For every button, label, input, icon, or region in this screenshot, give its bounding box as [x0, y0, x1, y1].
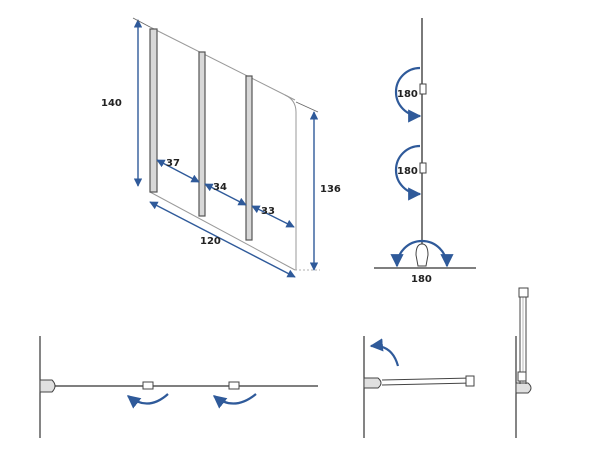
glass-free-edge: [284, 94, 297, 270]
rotation-label-1: 180: [397, 89, 418, 100]
panel-perspective-view: 140 136 120 37 34 33: [101, 17, 341, 278]
hinge-icon: [517, 371, 527, 382]
rotation-arc-3: [390, 239, 454, 268]
swing-arrow: [369, 338, 400, 367]
rotation-label-2: 180: [397, 166, 418, 177]
hinge-icon: [228, 381, 240, 390]
glass-bottom-edge: [149, 191, 296, 271]
side-view-folded: [515, 287, 532, 438]
hinge-icon: [465, 375, 475, 387]
dim-label-width-total: 120: [200, 236, 221, 247]
dim-line-panel-2: [204, 183, 247, 206]
rotation-label-3: 180: [411, 274, 432, 285]
dim-line-panel-3: [251, 205, 295, 228]
wall-bracket-icon: [363, 377, 382, 389]
wall-profile: [149, 28, 158, 193]
hinge-profile-1: [198, 51, 206, 217]
rotation-view: 180 180 180: [374, 18, 476, 285]
dim-label-panel-2: 34: [213, 182, 227, 193]
dim-line-panel-1: [156, 159, 200, 183]
dim-label-height-left: 140: [101, 98, 122, 109]
fold-arrow-2: [212, 393, 257, 409]
panel-line: [381, 377, 473, 381]
top-view-closed: [39, 336, 318, 438]
wall-bracket-icon: [515, 382, 532, 394]
wall-hinge-icon: [415, 243, 429, 267]
dim-line-width-total: [149, 201, 296, 278]
wall-bracket-icon: [39, 379, 56, 393]
rotation-arc-1: [394, 66, 422, 123]
fold-arrow-1: [126, 393, 169, 409]
top-view-opening: [363, 336, 475, 438]
dim-label-panel-1: 37: [166, 158, 180, 169]
rotation-arc-2: [394, 144, 422, 201]
dim-extension: [295, 101, 319, 113]
hinge-icon: [419, 162, 427, 174]
dim-extension: [132, 17, 151, 28]
glass-top-edge: [149, 26, 296, 101]
hinge-icon: [518, 287, 529, 298]
dim-label-panel-3: 33: [261, 206, 275, 217]
hinge-icon: [142, 381, 154, 390]
dim-label-height-right: 136: [320, 184, 341, 195]
hinge-icon: [419, 83, 427, 95]
panel-line: [381, 382, 473, 386]
hinge-profile-2: [245, 75, 253, 241]
